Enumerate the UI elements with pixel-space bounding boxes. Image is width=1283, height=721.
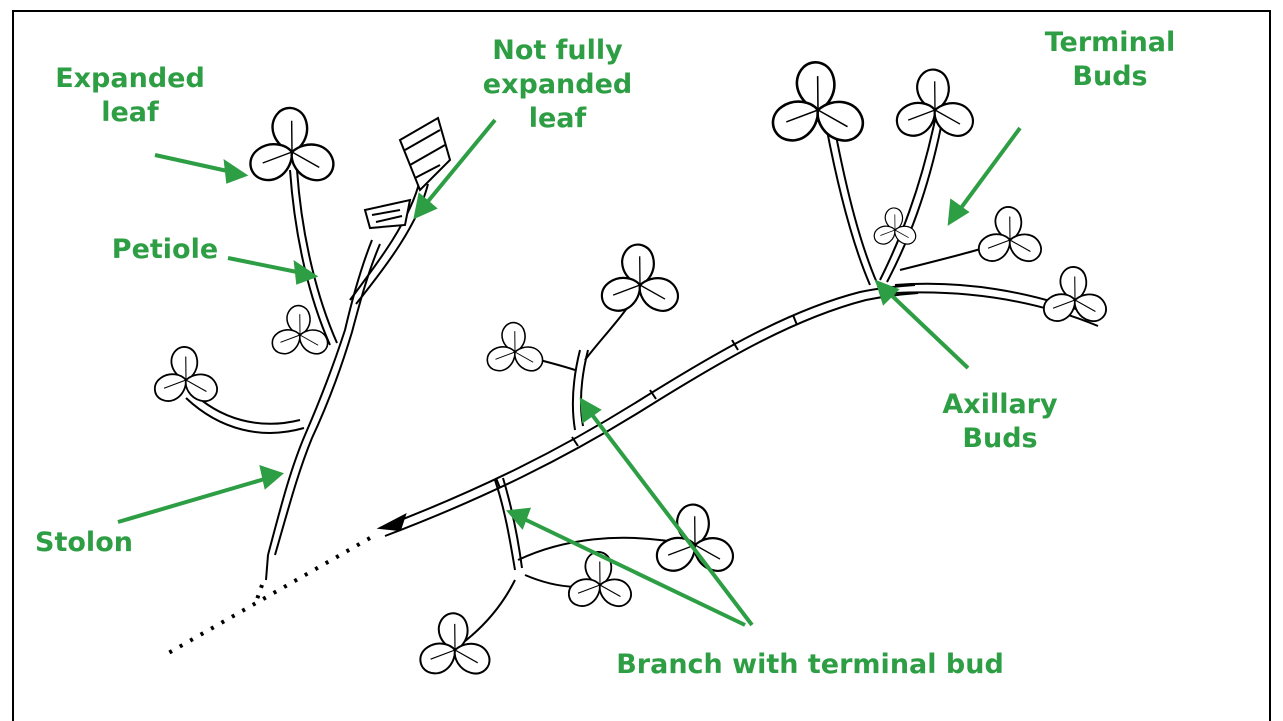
label-stolon: Stolon [24,526,144,560]
label-arrows [118,120,1020,625]
lower-branch [460,478,690,645]
label-branch-with-terminal-bud: Branch with terminal bud [600,648,1020,682]
label-expanded-leaf: Expanded leaf [50,62,210,130]
label-terminal-buds: Terminal Buds [1030,26,1190,94]
label-not-fully-expanded-leaf: Not fully expanded leaf [470,34,645,136]
main-stolon [380,285,918,536]
label-petiole: Petiole [100,233,230,267]
left-stolon-dots [255,585,262,605]
left-stolon [266,240,380,580]
label-axillary-buds: Axillary Buds [920,388,1080,456]
folded-leaves [365,118,450,228]
